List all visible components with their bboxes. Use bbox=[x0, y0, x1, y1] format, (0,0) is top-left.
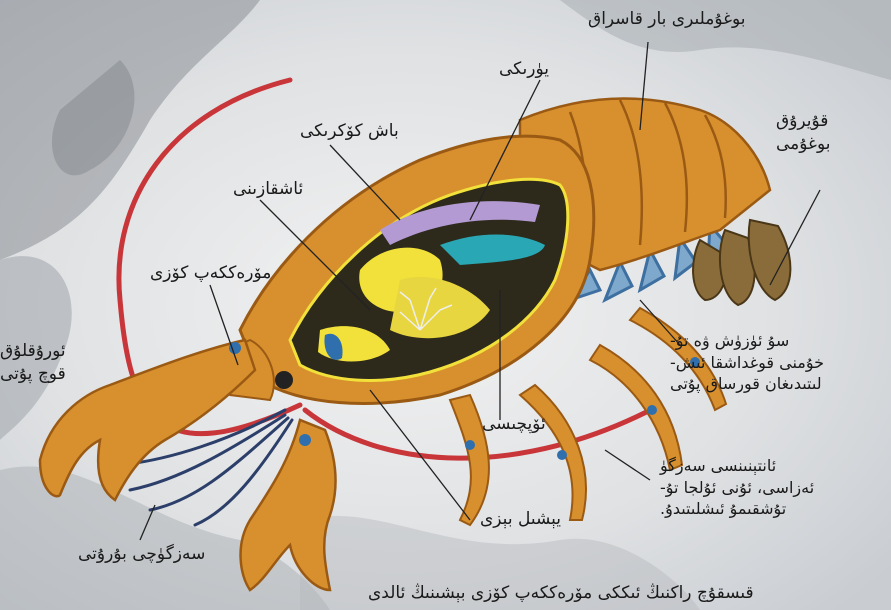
label-antenna: ئانتېنىنسى سەزگۈ ئەزاسى، ئۇنى ئۇلجا تۇ- … bbox=[660, 455, 814, 520]
label-heart: يۈرىكى bbox=[499, 58, 549, 81]
label-shell-segments: بوغۇملىرى بار قاسراق bbox=[588, 8, 746, 31]
label-lungs: ئۆپچىسى bbox=[482, 413, 546, 436]
label-green-gland: يېشىل بېزى bbox=[480, 508, 561, 531]
caption: قىسقۇچ راكنىڭ ئىككى مۆرەككەپ كۆزى بېشىنى… bbox=[368, 582, 754, 605]
label-tail-fin: قۇيرۇق بوغۇمى bbox=[776, 110, 830, 156]
label-antennule: سەزگۈچى بۇرۇتى bbox=[78, 543, 205, 566]
label-brain: باش كۆكرىكى bbox=[300, 120, 399, 143]
compound-eye-icon bbox=[275, 371, 293, 389]
label-swimmerets: سۇ ئۈزۈش ۋە تۇ- خۇمنى قوغداشقا ئىش- لىتى… bbox=[670, 330, 824, 395]
label-claw: ئورۇقلۇق قوچ پۇتى bbox=[0, 340, 66, 386]
label-compound-eye: مۆرەككەپ كۆزى bbox=[150, 262, 271, 285]
label-stomach: ئاشقازىنى bbox=[233, 178, 303, 201]
